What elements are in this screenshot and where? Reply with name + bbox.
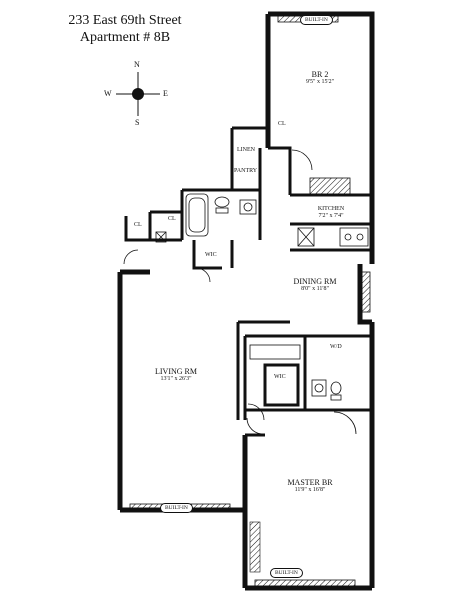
living-name: LIVING RM	[155, 367, 197, 376]
pantry-label: PANTRY	[234, 168, 258, 174]
kitchen-name: KITCHEN	[317, 206, 345, 212]
living-dims: 13'1" x 26'3"	[160, 376, 192, 382]
dining-dims: 8'0" x 11'8"	[301, 286, 329, 292]
compass-north: N	[134, 60, 140, 69]
apartment-number: Apartment # 8B	[79, 30, 171, 45]
closet-br2-label: CL	[278, 121, 286, 127]
built-in-living-label: BUILT-IN	[160, 503, 193, 513]
wic-left-label: WIC	[205, 252, 217, 258]
exterior-walls	[117, 11, 375, 591]
kitchen-label: KITCHEN 7'2" x 7'4"	[306, 206, 356, 220]
compass-west: W	[104, 89, 112, 98]
br2-dims: 9'5" x 15'2"	[305, 79, 335, 85]
dining-name: DINING RM	[293, 277, 337, 286]
interior-walls	[124, 126, 372, 437]
closet-bath-label: CL	[168, 216, 176, 222]
built-in-br2-label: BUILT-IN	[300, 15, 333, 25]
radiator	[249, 521, 261, 573]
address-title: 233 East 69th Street	[68, 13, 182, 28]
linen-label: LINEN	[237, 147, 255, 153]
master-name: MASTER BR	[287, 478, 333, 487]
kitchen-dims: 7'2" x 7'4"	[318, 213, 344, 219]
door-swings	[123, 149, 357, 435]
master-label: MASTER BR 11'9" x 16'8"	[280, 478, 340, 494]
compass-icon	[116, 72, 160, 116]
master-dims: 11'9" x 16'8"	[294, 487, 326, 493]
built-in-master-label: BUILT-IN	[270, 568, 303, 578]
br2-name: BR 2	[311, 70, 329, 79]
living-label: LIVING RM 13'1" x 26'3"	[146, 367, 206, 383]
washer-dryer-label: W/D	[330, 344, 342, 350]
compass-south: S	[135, 118, 140, 127]
br2-label: BR 2 9'5" x 15'2"	[290, 70, 350, 86]
closet-left-label: CL	[134, 222, 142, 228]
dining-label: DINING RM 8'0" x 11'8"	[288, 277, 342, 293]
bookcase-unit	[361, 271, 371, 313]
compass-east: E	[163, 89, 168, 98]
fixtures	[155, 177, 369, 401]
wic-master-label: WIC	[274, 374, 286, 380]
built-in-master	[254, 579, 356, 587]
